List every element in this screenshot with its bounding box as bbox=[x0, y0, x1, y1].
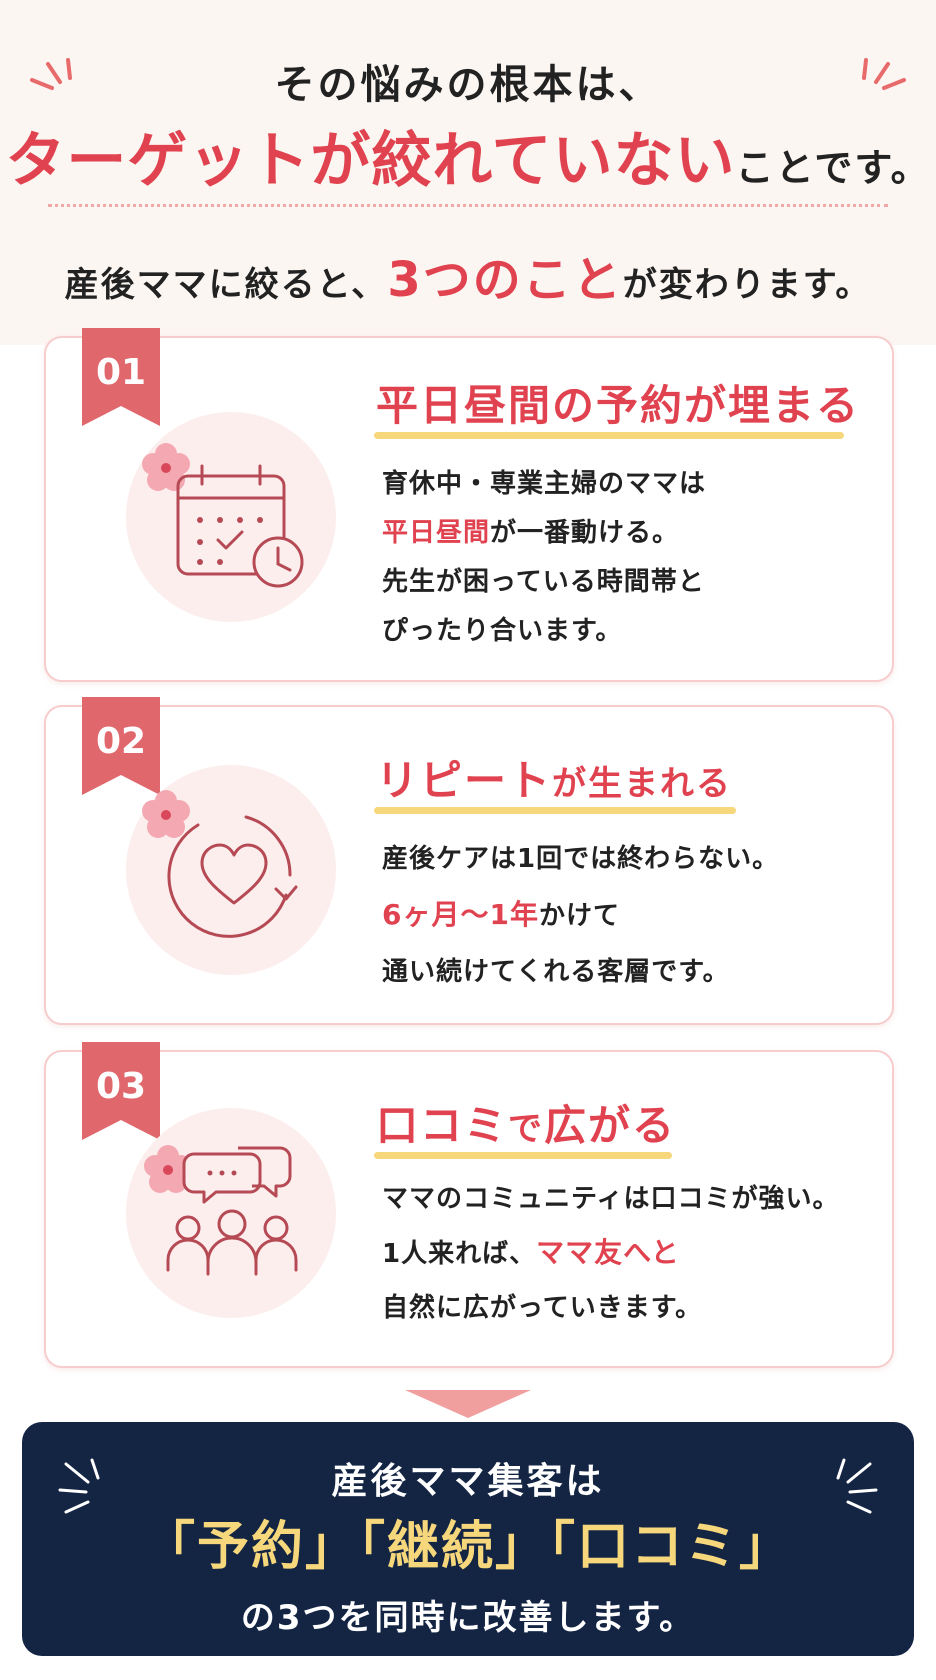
title-accent: 口コミ bbox=[376, 1101, 509, 1150]
community-speech-icon bbox=[144, 1145, 298, 1276]
card-title: リピートが生まれる bbox=[376, 747, 732, 808]
card-body: 産後ケアは1回では終わらない。 6ヶ月〜1年かけて 通い続けてくれる客層です。 bbox=[382, 831, 779, 1000]
ribbon-badge bbox=[82, 1042, 160, 1140]
down-arrow-icon bbox=[405, 1390, 531, 1418]
title-underline bbox=[374, 1152, 672, 1159]
body-accent: 6ヶ月〜1年 bbox=[382, 898, 539, 931]
subheading-pre: 産後ママに絞ると、 bbox=[64, 265, 388, 305]
calendar-clock-icon bbox=[142, 443, 304, 588]
hero-subheading: 産後ママに絞ると、3つのことが変わります。 bbox=[0, 240, 936, 310]
card-body: 育休中・専業主婦のママは 平日昼間が一番動ける。 先生が困っている時間帯と ぴっ… bbox=[382, 460, 706, 656]
subheading-post: が変わります。 bbox=[622, 265, 872, 305]
body-line: ママのコミュニティは口コミが強い。 bbox=[382, 1184, 840, 1214]
body-accent: ママ友へと bbox=[536, 1236, 680, 1269]
sakura-flower-icon bbox=[142, 443, 190, 491]
body-text: 1人来れば、 bbox=[382, 1239, 537, 1269]
body-line: ぴったり合います。 bbox=[382, 616, 623, 646]
icon-circle bbox=[126, 412, 336, 622]
summary-line3: の3つを同時に改善します。 bbox=[240, 1598, 696, 1638]
spark-lines-right-icon bbox=[862, 58, 906, 90]
ribbon-badge bbox=[82, 328, 160, 426]
hero-rest-text: ことです。 bbox=[735, 146, 931, 190]
benefit-card-2: 02 リピートが生まれる 産後ケアは1回では終わらない。 6ヶ月〜1年かけて 通… bbox=[44, 697, 894, 1025]
benefit-card-1: 01 bbox=[44, 328, 894, 682]
body-line: 1人来れば、ママ友へと bbox=[382, 1226, 839, 1281]
card-number: 02 bbox=[95, 721, 147, 762]
icon-circle bbox=[126, 765, 336, 975]
body-line: 平日昼間が一番動ける。 bbox=[382, 509, 706, 558]
sakura-flower-icon bbox=[142, 790, 190, 838]
icon-circle bbox=[126, 1108, 336, 1318]
card-number: 01 bbox=[95, 352, 147, 393]
hero-section: その悩みの根本は、 ターゲットが絞れていないことです。 産後ママに絞ると、3つの… bbox=[0, 0, 936, 345]
summary-box: 産後ママ集客は 「予約」「継続」「口コミ」 の3つを同時に改善します。 bbox=[22, 1422, 914, 1656]
title-underline bbox=[374, 432, 844, 439]
spark-lines-left-icon bbox=[58, 1458, 100, 1514]
card-body: ママのコミュニティは口コミが強い。 1人来れば、ママ友へと 自然に広がっていきま… bbox=[382, 1172, 839, 1335]
body-line: 6ヶ月〜1年かけて bbox=[382, 887, 779, 944]
title-rest: 広がる bbox=[544, 1101, 677, 1150]
card-number: 03 bbox=[95, 1066, 147, 1107]
body-line: 先生が困っている時間帯と bbox=[382, 567, 705, 597]
summary-line1: 産後ママ集客は bbox=[331, 1461, 605, 1502]
hero-accent-text: ターゲットが絞れていない bbox=[5, 126, 736, 196]
body-line: 通い続けてくれる客層です。 bbox=[382, 957, 730, 987]
body-line: 産後ケアは1回では終わらない。 bbox=[382, 844, 780, 874]
ribbon-badge bbox=[82, 697, 160, 795]
card-title: 口コミで広がる bbox=[376, 1092, 676, 1153]
body-line: 育休中・専業主婦のママは bbox=[382, 469, 707, 499]
title-rest: が生まれる bbox=[552, 764, 733, 804]
spark-lines-right-icon bbox=[836, 1458, 878, 1514]
summary-keywords: 「予約」「継続」「口コミ」 bbox=[142, 1517, 793, 1577]
title-accent: リピート bbox=[376, 756, 553, 805]
dotted-divider bbox=[48, 204, 888, 207]
body-text: かけて bbox=[538, 901, 620, 931]
title-underline bbox=[374, 807, 736, 814]
body-text: が一番動ける。 bbox=[490, 518, 680, 548]
subheading-accent: 3つのこと bbox=[387, 252, 623, 308]
hero-heading-line2: ターゲットが絞れていないことです。 bbox=[0, 112, 936, 199]
hero-heading-line1: その悩みの根本は、 bbox=[274, 62, 662, 108]
spark-lines-left-icon bbox=[30, 58, 72, 90]
body-accent: 平日昼間 bbox=[382, 518, 491, 548]
card-title: 平日昼間の予約が埋まる bbox=[376, 381, 861, 430]
benefit-card-3: 03 口コミで広がる bbox=[44, 1042, 894, 1368]
heart-cycle-icon bbox=[142, 790, 298, 938]
body-line: 自然に広がっていきます。 bbox=[382, 1293, 703, 1323]
title-mid: で bbox=[508, 1109, 545, 1149]
